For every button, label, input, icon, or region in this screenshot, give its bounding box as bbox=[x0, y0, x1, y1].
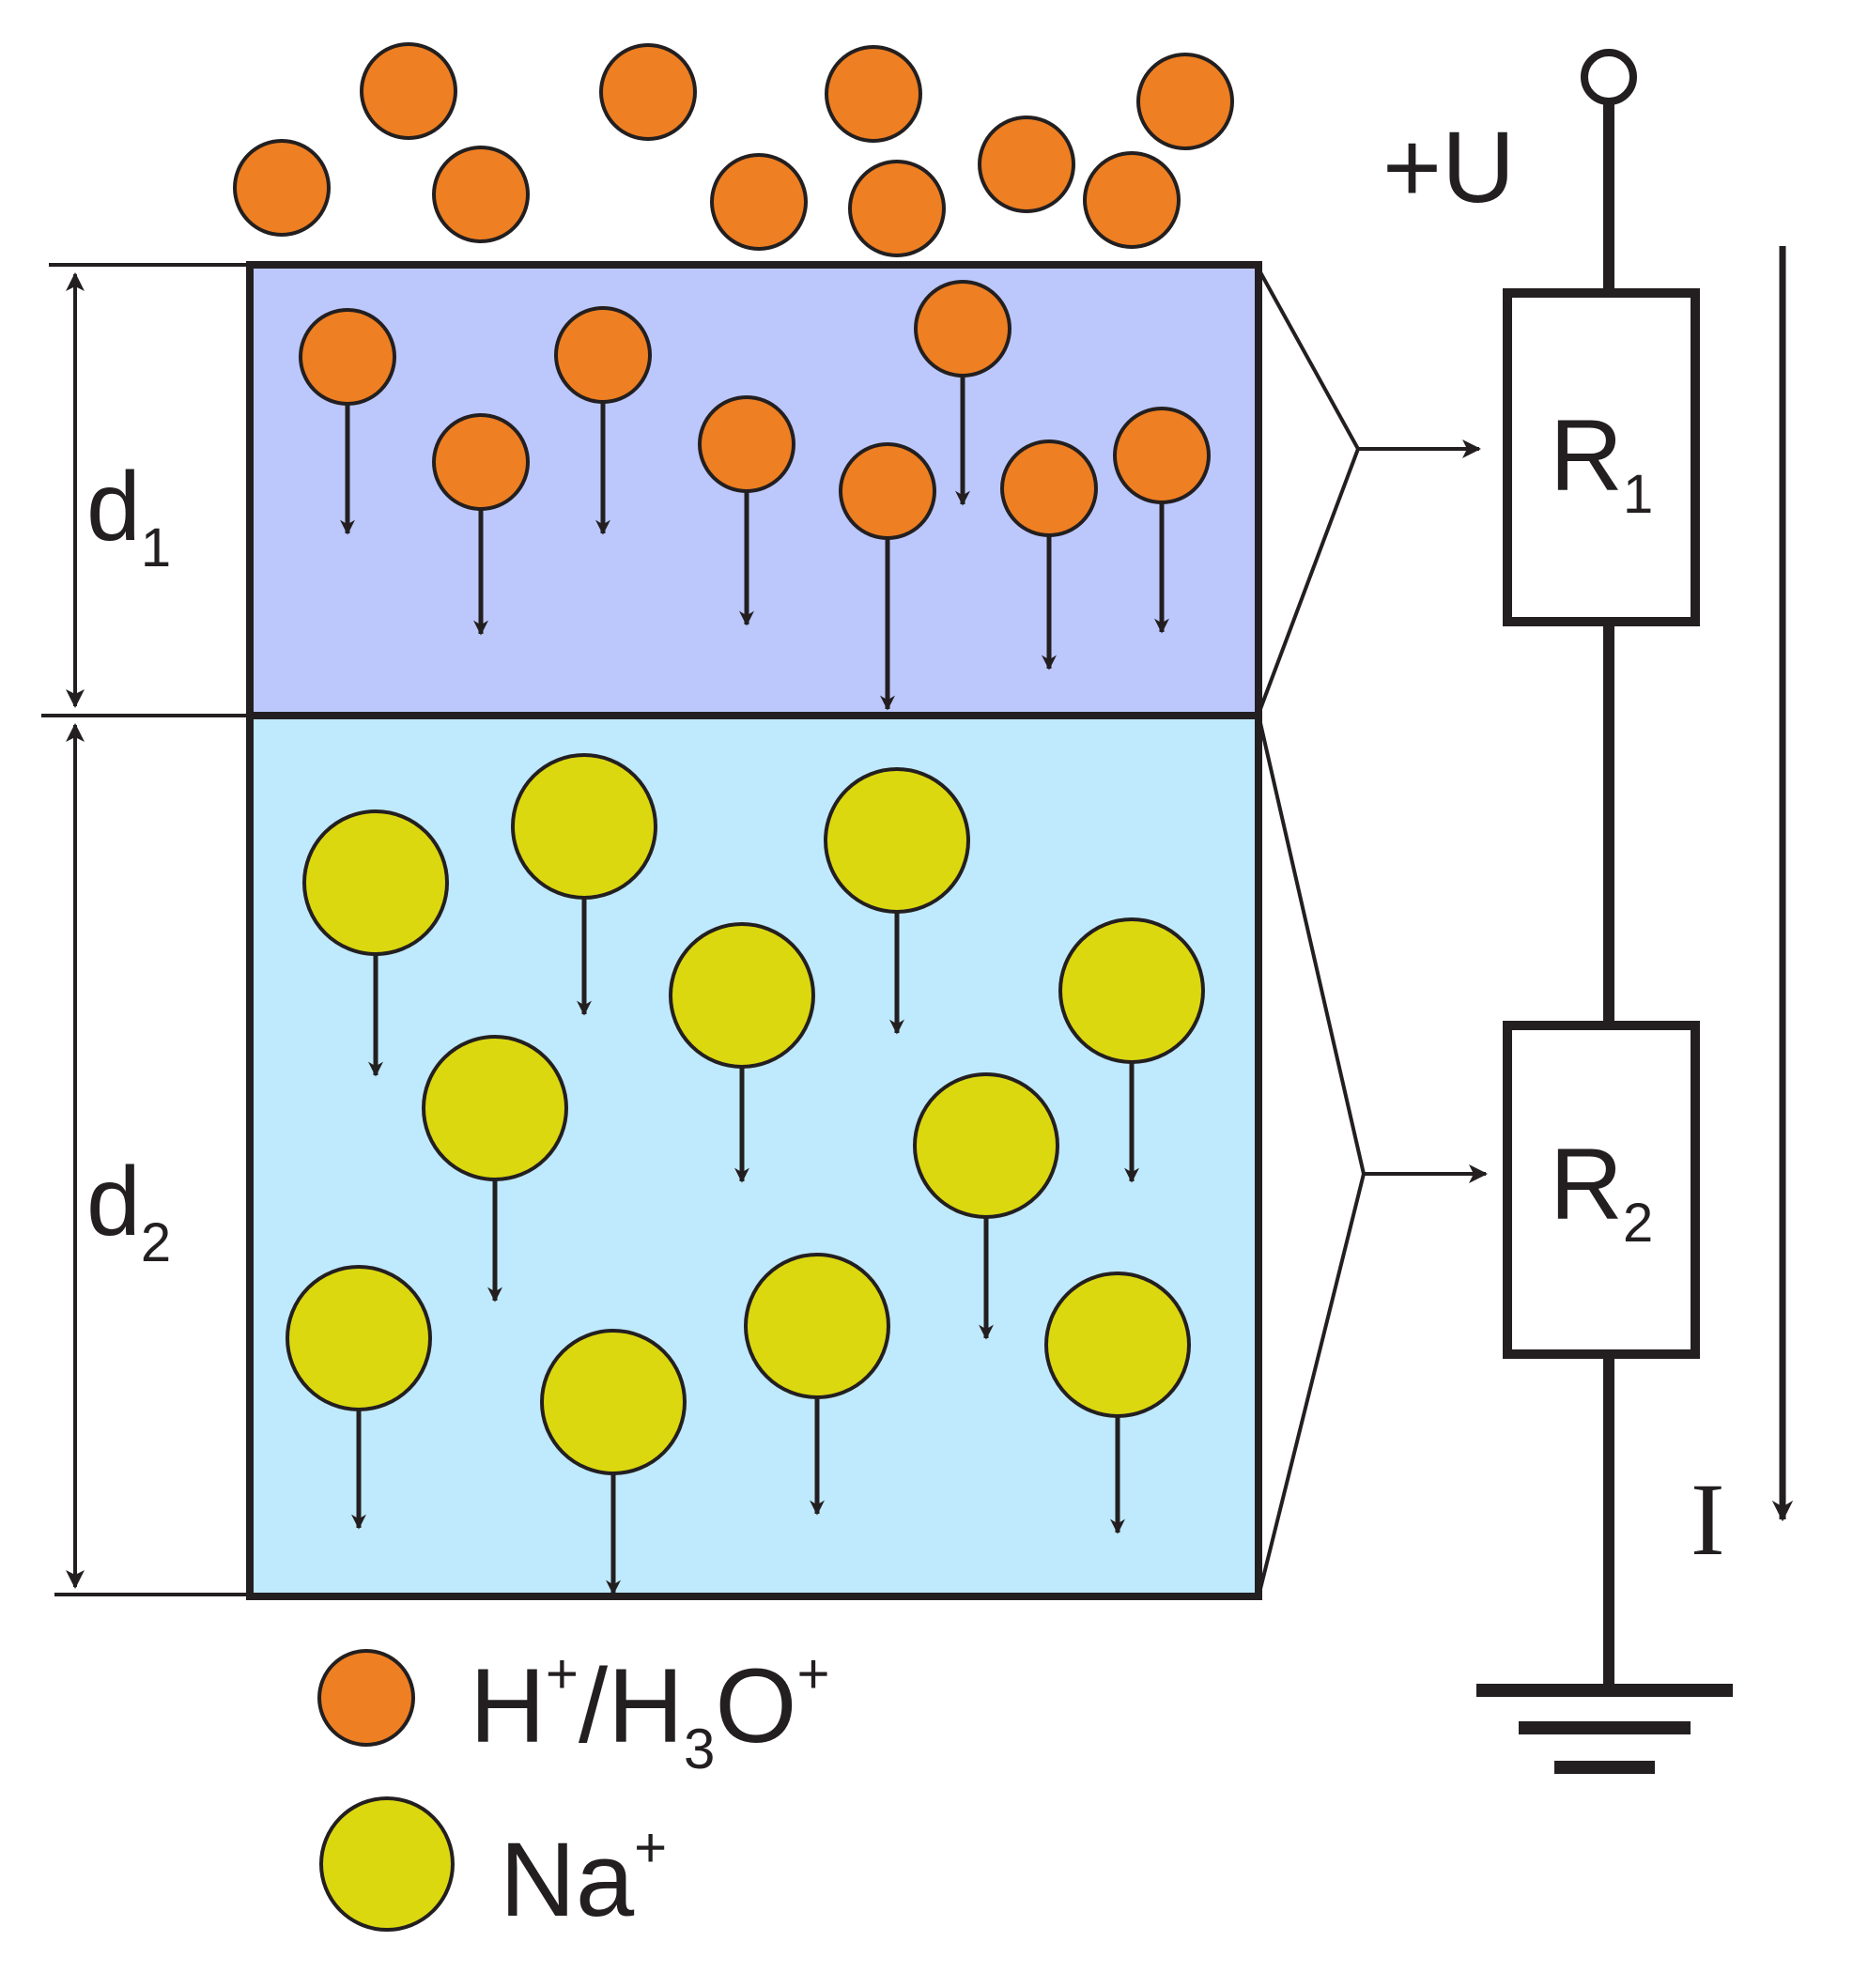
na-ion bbox=[824, 767, 970, 914]
h-ion bbox=[1113, 407, 1211, 504]
d2-main: d bbox=[86, 1148, 141, 1256]
dimension-d2 bbox=[54, 723, 250, 1596]
r1-main: R bbox=[1550, 398, 1623, 512]
h-ion bbox=[978, 116, 1075, 213]
na-ion bbox=[286, 1265, 432, 1411]
h-ion bbox=[432, 413, 530, 511]
bracket-layer2-to-r2 bbox=[1258, 722, 1488, 1590]
na-ion bbox=[540, 1329, 687, 1475]
d1-main: d bbox=[86, 453, 141, 562]
r2-sub: 2 bbox=[1623, 1193, 1653, 1254]
h-ion bbox=[698, 395, 795, 493]
r1-sub: 1 bbox=[1623, 464, 1653, 525]
na-ion bbox=[511, 753, 657, 900]
d2-sub: 2 bbox=[141, 1212, 171, 1273]
h-ion bbox=[299, 308, 396, 406]
h-ion bbox=[825, 45, 922, 143]
na-ion bbox=[422, 1035, 568, 1181]
na-ion bbox=[302, 809, 449, 956]
na-ions-layer-2 bbox=[286, 753, 1205, 1595]
h-ion bbox=[233, 139, 331, 237]
h-ions-surface bbox=[233, 42, 1234, 257]
r2-main: R bbox=[1550, 1127, 1623, 1241]
na-ion bbox=[669, 922, 815, 1069]
resistor-r2 bbox=[1503, 1021, 1700, 1359]
legend-h-ion-icon bbox=[317, 1649, 415, 1747]
h-ion bbox=[599, 43, 697, 141]
h-ion bbox=[360, 42, 457, 140]
na-ion bbox=[744, 1253, 890, 1399]
h-ions-layer-1 bbox=[299, 280, 1211, 711]
na-ion bbox=[1058, 917, 1205, 1064]
d1-label: d1 bbox=[86, 453, 171, 578]
r2-label: R2 bbox=[1550, 1127, 1653, 1254]
legend-na-ion-label: Na+ bbox=[500, 1816, 667, 1938]
h-ion bbox=[1083, 151, 1181, 249]
voltage-label: +U bbox=[1382, 110, 1515, 223]
h-ion bbox=[710, 153, 808, 251]
dimension-d1 bbox=[41, 263, 250, 717]
legend: H+/H3O+ Na+ bbox=[317, 1642, 829, 1938]
r1-label: R1 bbox=[1550, 398, 1653, 525]
bracket-layer1-to-r1 bbox=[1258, 271, 1481, 710]
na-ion bbox=[913, 1072, 1059, 1219]
voltage-terminal bbox=[1581, 49, 1637, 105]
h-ion bbox=[554, 306, 652, 404]
d2-label: d2 bbox=[86, 1148, 171, 1273]
legend-na-ion-icon bbox=[319, 1796, 455, 1932]
h-ion bbox=[1000, 439, 1098, 537]
na-ion bbox=[1044, 1271, 1191, 1418]
ground-icon bbox=[1476, 1684, 1733, 1774]
h-ion bbox=[848, 160, 946, 257]
h-ion bbox=[432, 146, 530, 243]
current-label: I bbox=[1691, 1462, 1725, 1577]
circuit bbox=[1476, 49, 1794, 1774]
legend-h-ion-label: H+/H3O+ bbox=[470, 1642, 829, 1780]
h-ion bbox=[839, 442, 936, 540]
h-ion bbox=[914, 280, 1011, 378]
h-ion bbox=[1136, 53, 1234, 150]
resistor-r1 bbox=[1503, 288, 1700, 626]
d1-sub: 1 bbox=[141, 517, 171, 578]
